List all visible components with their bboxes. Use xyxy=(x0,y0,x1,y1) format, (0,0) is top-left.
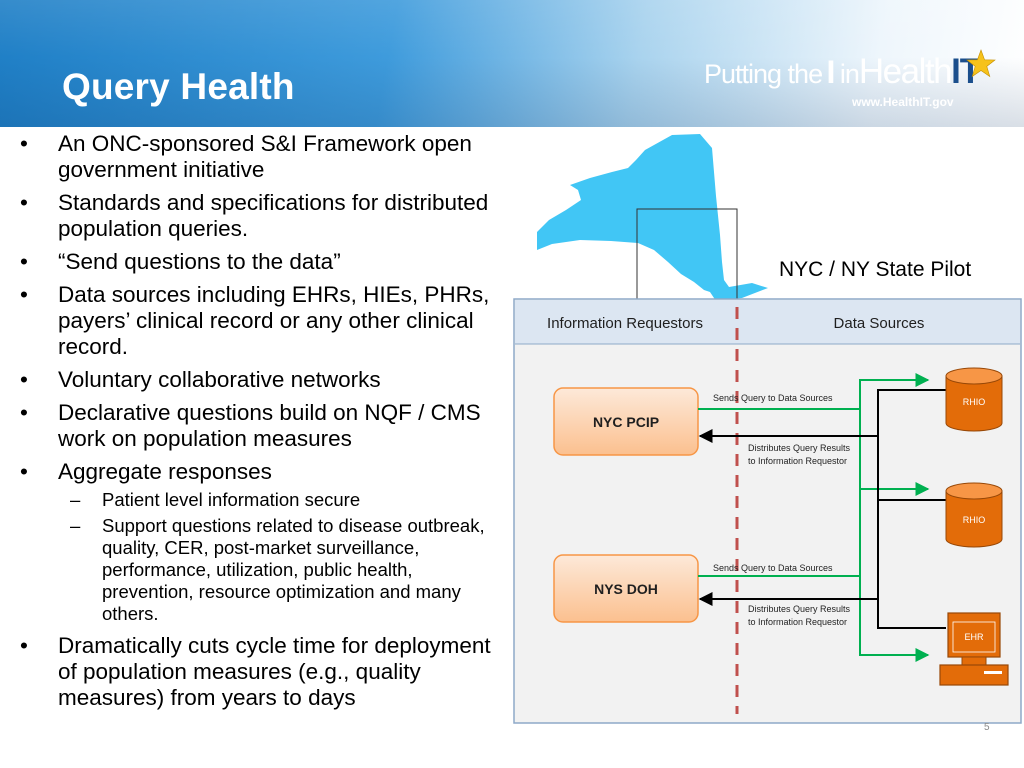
bullet-text: Aggregate responses xyxy=(58,459,272,484)
bullet-text: Dramatically cuts cycle time for deploym… xyxy=(58,633,491,710)
sub-bullet-dash-icon: – xyxy=(70,515,81,536)
new-york-state-map xyxy=(537,134,768,301)
sub-bullet-item: –Support questions related to disease ou… xyxy=(20,515,500,625)
bullet-dot-icon: • xyxy=(20,249,28,274)
logo-url: www.HealthIT.gov xyxy=(852,95,954,109)
results-label-1-line2: to Information Requestor xyxy=(748,456,847,466)
title-banner xyxy=(0,0,1024,127)
results-line-sources xyxy=(877,389,946,629)
nys-doh-label: NYS DOH xyxy=(594,581,658,597)
bullet-dot-icon: • xyxy=(20,190,28,215)
nyc-pcip-label: NYC PCIP xyxy=(593,414,659,430)
bullet-dot-icon: • xyxy=(20,400,28,425)
banner-shading xyxy=(0,0,1024,127)
nyc-pcip-box xyxy=(553,387,699,456)
query-arrow-2 xyxy=(698,575,930,662)
header-information-requestors: Information Requestors xyxy=(547,315,703,332)
ehr-label: EHR xyxy=(964,632,984,642)
send-query-label-1: Sends Query to Data Sources xyxy=(713,393,833,403)
rhio-database-icon xyxy=(945,367,1003,432)
header-data-sources: Data Sources xyxy=(834,315,925,332)
healthit-logo: Putting the I inHealthIT xyxy=(704,52,981,96)
bullet-dot-icon: • xyxy=(20,459,28,484)
diagram-header-band xyxy=(515,300,1020,344)
results-label-2-line1: Distributes Query Results xyxy=(748,604,851,614)
logo-text-health: Health xyxy=(858,52,953,91)
bullet-item: • Aggregate responses xyxy=(20,459,500,485)
bullet-text: Voluntary collaborative networks xyxy=(58,367,381,392)
bullet-list: • An ONC-sponsored S&I Framework open gov… xyxy=(20,131,500,718)
bullet-item: • Data sources including EHRs, HIEs, PHRs… xyxy=(20,282,500,360)
send-query-label-2: Sends Query to Data Sources xyxy=(713,563,833,573)
nys-doh-box xyxy=(553,554,699,623)
bullet-dot-icon: • xyxy=(20,633,28,658)
bullet-text: “Send questions to the data” xyxy=(58,249,341,274)
bullet-text: Declarative questions build on NQF / CMS… xyxy=(58,400,481,451)
rhio-label-1: RHIO xyxy=(963,397,986,407)
rhio-label-2: RHIO xyxy=(963,515,986,525)
bullet-text: Standards and specifications for distrib… xyxy=(58,190,489,241)
bullet-item: • An ONC-sponsored S&I Framework open gov… xyxy=(20,131,500,183)
slide-title: Query Health xyxy=(62,66,295,107)
pilot-caption: NYC / NY State Pilot xyxy=(779,258,972,281)
query-arrow-1 xyxy=(698,373,930,410)
sub-bullet-item: –Patient level information secure xyxy=(20,489,500,511)
rhio-database-icon xyxy=(945,482,1003,548)
sub-bullet-text: Support questions related to disease out… xyxy=(102,515,485,624)
diagram-frame xyxy=(513,298,1022,724)
bullet-item: • “Send questions to the data” xyxy=(20,249,500,275)
star-icon xyxy=(966,49,996,78)
ehr-computer-icon xyxy=(939,612,1009,686)
bullet-item: • Declarative questions build on NQF / CM… xyxy=(20,400,500,452)
logo-text-in: in xyxy=(839,59,860,89)
bullet-dot-icon: • xyxy=(20,282,28,307)
sub-bullet-text: Patient level information secure xyxy=(102,489,361,510)
results-label-1-line1: Distributes Query Results xyxy=(748,443,851,453)
bullet-item: • Voluntary collaborative networks xyxy=(20,367,500,393)
bullet-dot-icon: • xyxy=(20,367,28,392)
logo-text-i: I xyxy=(826,54,836,90)
logo-text-putting: Putting the xyxy=(704,59,823,89)
bullet-item: • Standards and specifications for distri… xyxy=(20,190,500,242)
slide-number: 5 xyxy=(984,722,990,733)
bullet-dot-icon: • xyxy=(20,131,28,156)
results-label-2-line2: to Information Requestor xyxy=(748,617,847,627)
bullet-text: Data sources including EHRs, HIEs, PHRs,… xyxy=(58,282,490,359)
sub-bullet-dash-icon: – xyxy=(70,489,81,510)
bullet-item: • Dramatically cuts cycle time for deploy… xyxy=(20,633,500,711)
bullet-text: An ONC-sponsored S&I Framework open gove… xyxy=(58,131,472,182)
